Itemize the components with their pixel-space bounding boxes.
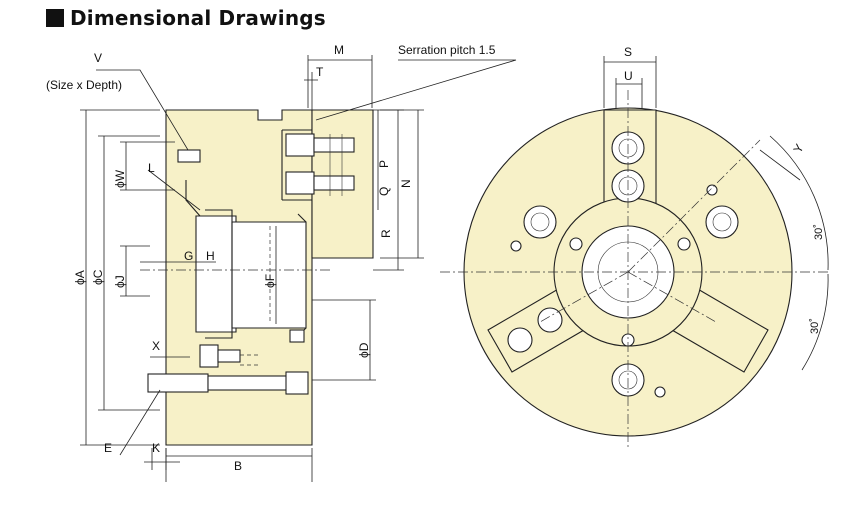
label-angle-30-lower: 30˚ xyxy=(809,318,821,334)
label-T: T xyxy=(316,65,324,79)
label-U: U xyxy=(624,69,633,83)
title-square-icon xyxy=(46,9,64,27)
label-N: N xyxy=(399,179,413,188)
label-S: S xyxy=(624,45,632,59)
label-phiC: ϕC xyxy=(91,269,105,285)
label-R: R xyxy=(379,229,393,238)
label-serration-pitch: Serration pitch 1.5 xyxy=(398,43,496,57)
label-V: V xyxy=(94,51,102,65)
label-K: K xyxy=(152,441,160,455)
label-Q: Q xyxy=(377,187,391,196)
right-pin xyxy=(289,329,305,343)
title-bar: Dimensional Drawings xyxy=(46,6,326,30)
jaw-left-bolt-2 xyxy=(537,307,563,333)
lower-pin xyxy=(199,344,219,368)
small-hole-1 xyxy=(569,237,583,251)
face-hole-2 xyxy=(705,205,739,239)
label-B: B xyxy=(234,459,242,473)
small-hole-4 xyxy=(510,240,522,252)
label-E: E xyxy=(104,441,112,455)
face-hole-1 xyxy=(523,205,557,239)
label-size-depth: (Size x Depth) xyxy=(46,78,122,92)
mount-bolt-nut xyxy=(285,371,309,395)
label-phiF: ϕF xyxy=(263,274,277,288)
small-hole-2 xyxy=(677,237,691,251)
jaw-bolt-upper-shank xyxy=(313,137,355,153)
label-G: G xyxy=(184,249,193,263)
page-title: Dimensional Drawings xyxy=(70,6,326,30)
label-angle-30-upper: 30˚ xyxy=(813,224,825,240)
label-Y: Y xyxy=(790,142,806,156)
label-phiD: ϕD xyxy=(357,342,371,358)
label-phiJ: ϕJ xyxy=(113,275,127,288)
lower-pin-shank xyxy=(217,349,241,363)
front-recess xyxy=(195,215,237,333)
small-hole-5 xyxy=(706,184,718,196)
small-hole-6 xyxy=(654,386,666,398)
label-X: X xyxy=(152,339,160,353)
jaw-bolt-lower-shank xyxy=(313,175,355,191)
label-M: M xyxy=(334,43,344,57)
side-view: V (Size x Depth) M T Serration pitch 1.5… xyxy=(46,43,517,482)
label-L: L xyxy=(148,161,155,175)
front-view: S U Y 30˚ 30˚ xyxy=(440,45,830,450)
tap-hole xyxy=(177,149,201,163)
jaw-left-bolt-1 xyxy=(507,327,533,353)
label-H: H xyxy=(206,249,215,263)
label-phiW: ϕW xyxy=(113,169,127,188)
label-P: P xyxy=(377,160,391,168)
mount-bolt-head xyxy=(147,373,209,393)
jaw-bolt-upper-head xyxy=(285,133,315,157)
jaw-bolt-lower-head xyxy=(285,171,315,195)
label-phiA: ϕA xyxy=(73,270,87,285)
